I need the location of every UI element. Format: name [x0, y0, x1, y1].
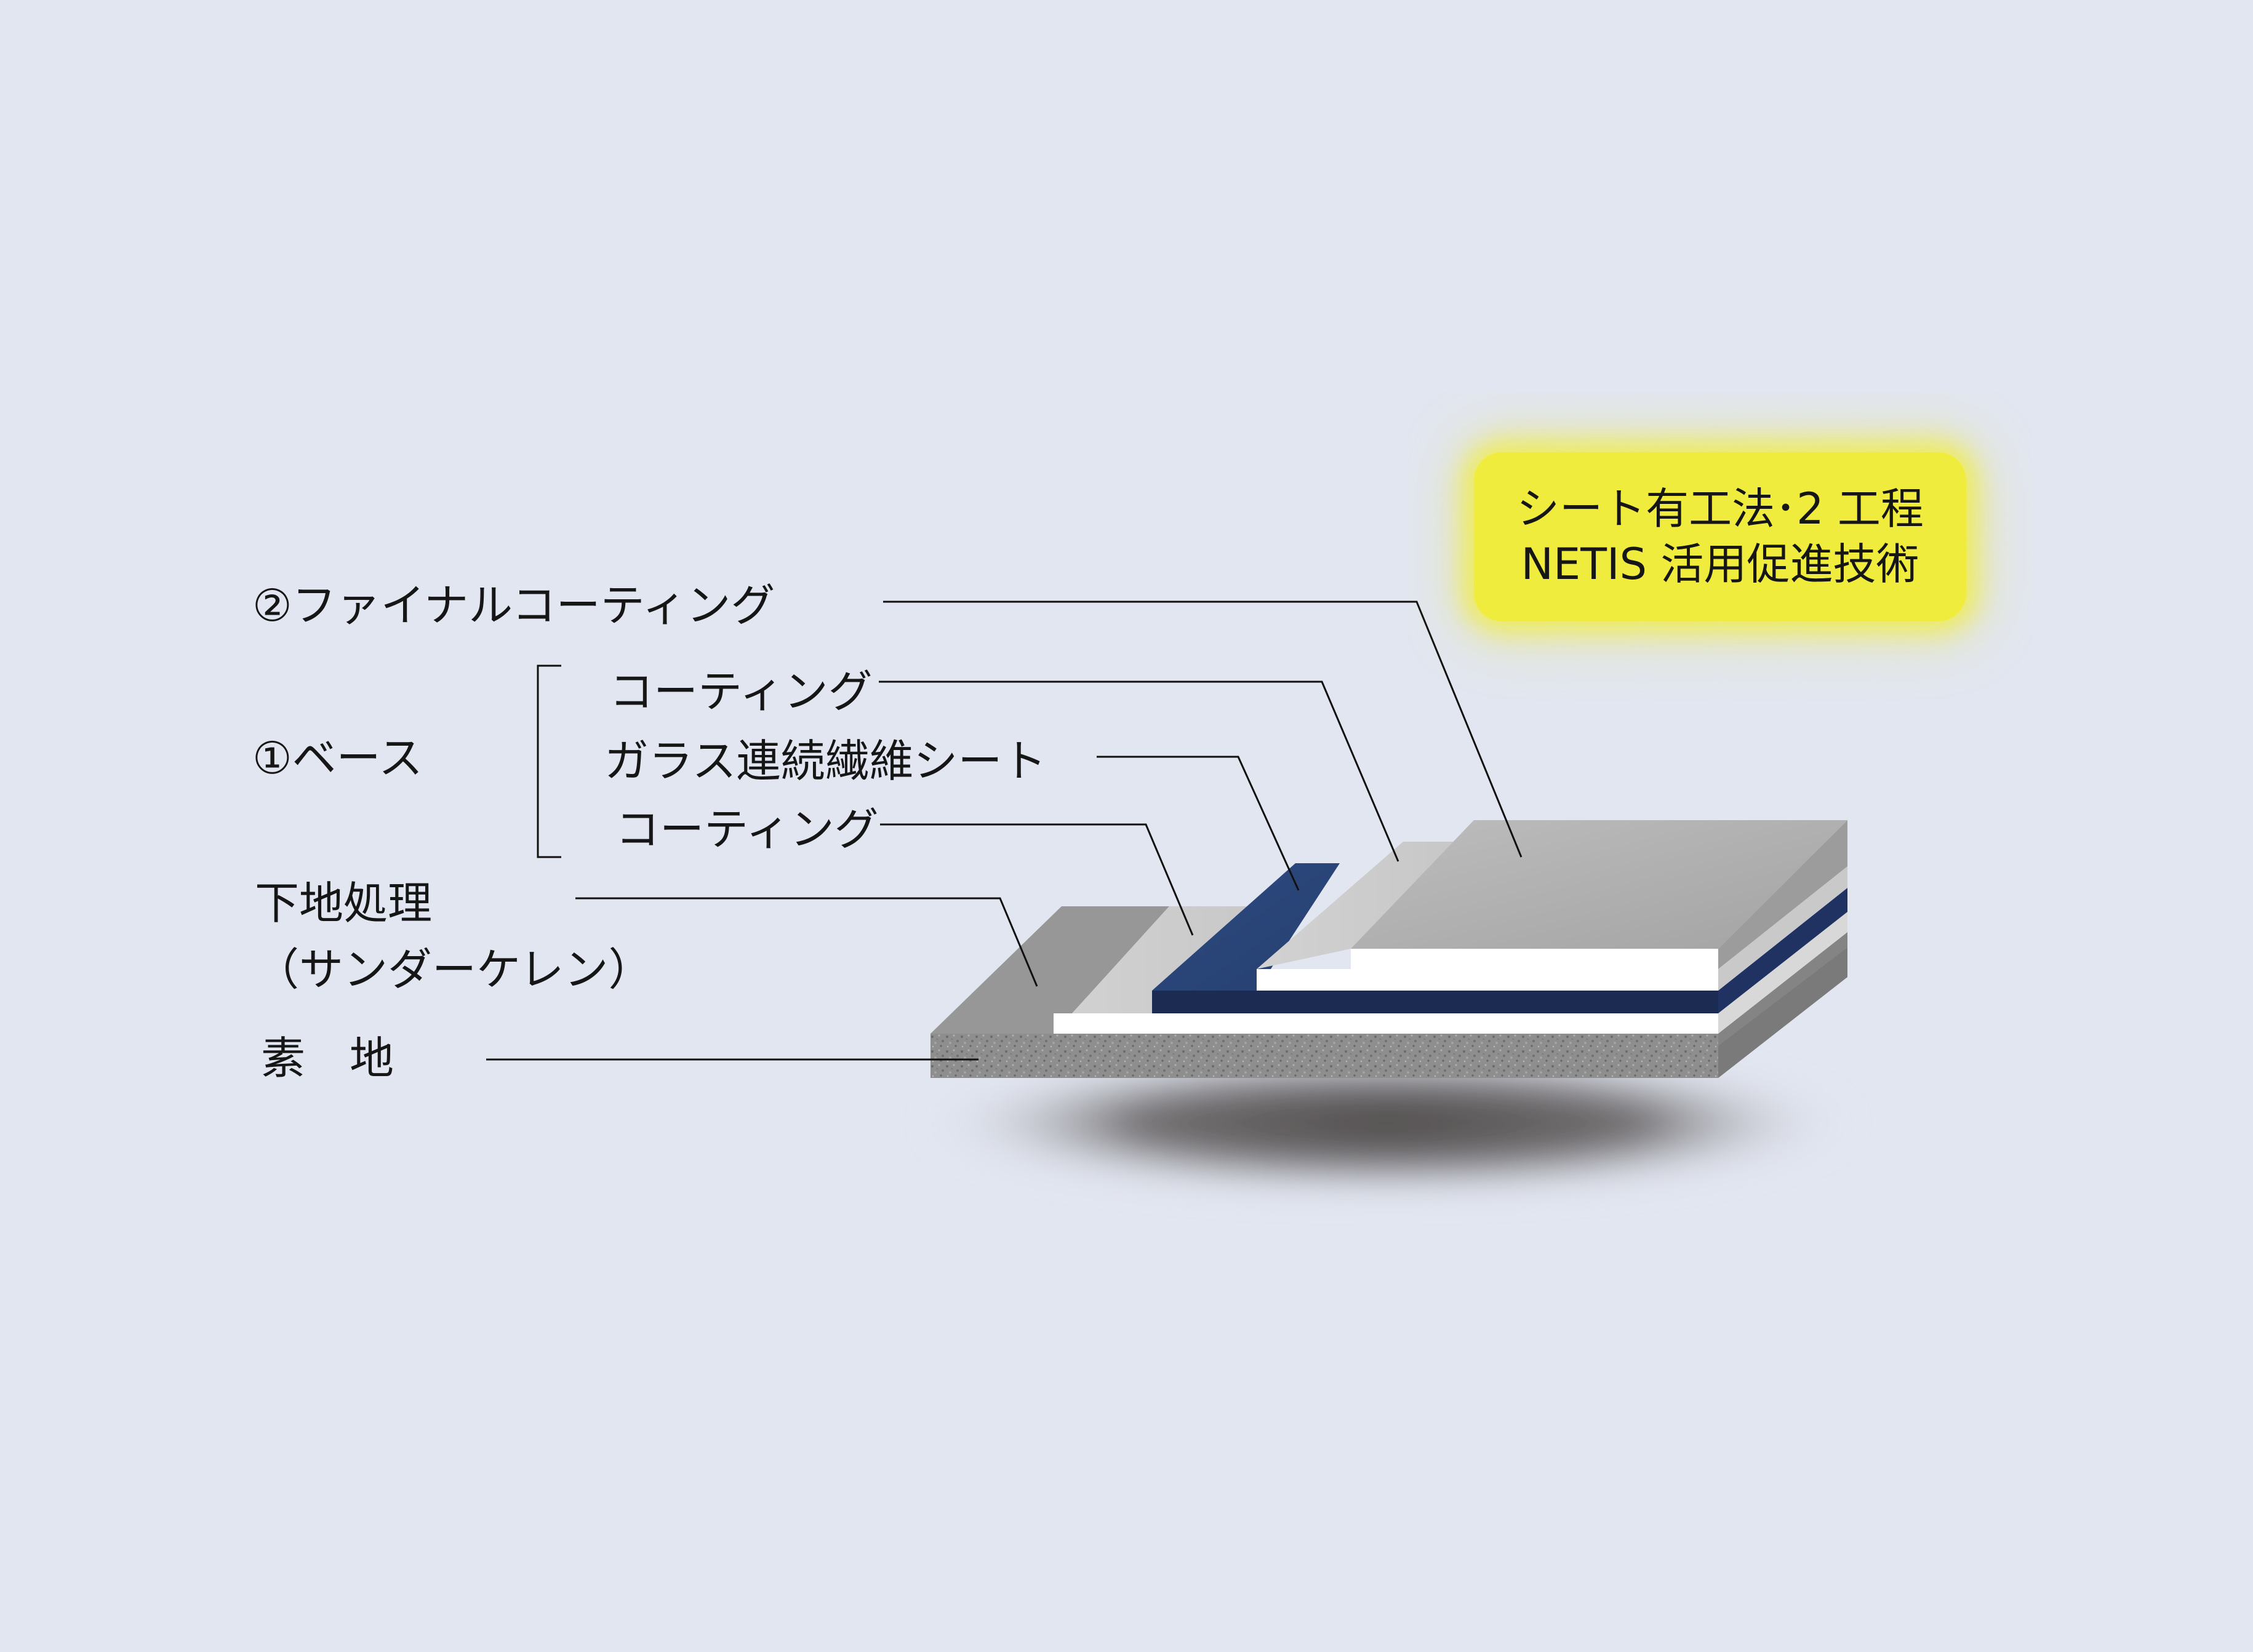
layer-coating-upper — [1257, 842, 1847, 991]
label-final-coating: ②ファイナルコーティング — [252, 580, 775, 631]
label-glass-fiber-sheet: ガラス連続繊維シート — [604, 735, 1047, 787]
leader-final-coating — [883, 601, 1523, 858]
label-base: ①ベース — [252, 732, 423, 784]
leader-glass-sheet — [1097, 756, 1300, 891]
drop-shadow — [920, 1052, 1855, 1194]
layer-glass-fiber-sheet — [1152, 863, 1847, 1013]
netis-badge: シート有工法･2 工程 NETIS 活用促進技術 — [1474, 452, 1966, 621]
leader-lines — [486, 601, 1523, 1061]
badge-line-netis: NETIS 活用促進技術 — [1521, 538, 1919, 589]
label-substrate-treatment: 下地処理 — [255, 877, 433, 929]
layer-substrate — [930, 932, 1847, 1078]
label-coating-upper: コーティング — [609, 666, 873, 717]
leader-coating-upper — [879, 680, 1399, 862]
label-coating-lower: コーティング — [615, 804, 879, 855]
layer-substrate-treatment — [930, 906, 1169, 1034]
leader-substrate-treatment — [575, 897, 1038, 987]
label-sander-keren: （サンダーケレン） — [255, 944, 653, 996]
leader-coating-lower — [880, 823, 1194, 936]
badge-line-method: シート有工法･2 工程 — [1516, 483, 1924, 534]
label-substrate: 素 地 — [261, 1032, 394, 1084]
layer-final-coating — [1351, 820, 1847, 969]
base-bracket — [537, 664, 561, 858]
